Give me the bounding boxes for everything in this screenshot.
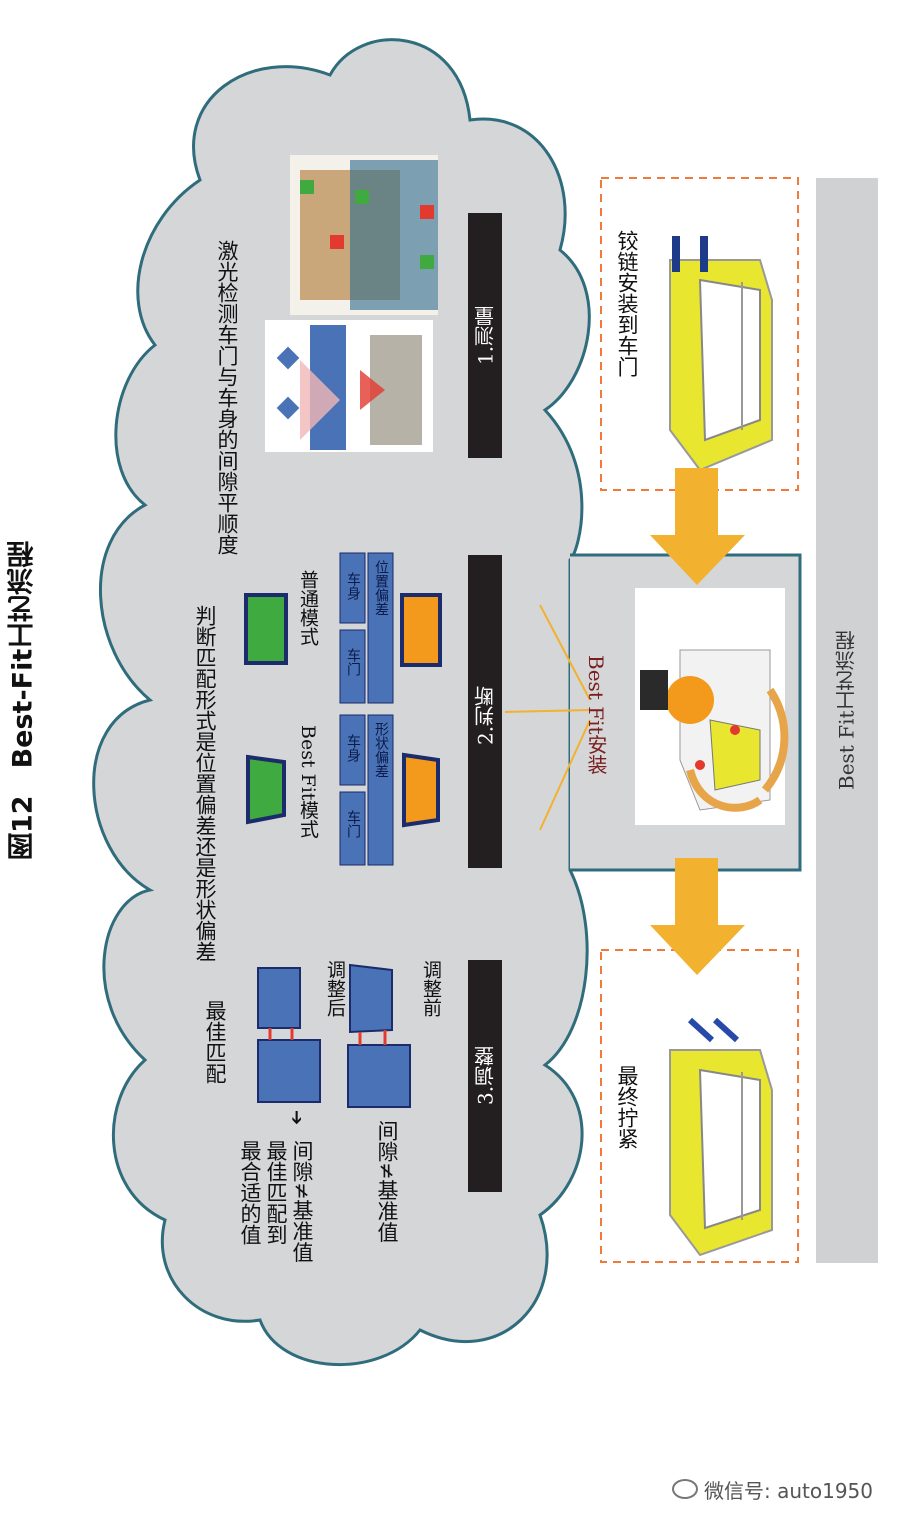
adjust-best-line1: 最佳匹配到 <box>264 1140 288 1245</box>
step-bar-measure <box>468 213 502 458</box>
arrow-down-top <box>650 468 745 585</box>
step-label-measure: 1.测量 <box>473 305 498 365</box>
adjust-gap-note-before: 间隙≠基准值 <box>375 1120 399 1243</box>
measure-image-top <box>290 155 438 315</box>
process-label: Best Fit工艺流程 <box>834 630 859 790</box>
bestfit-deviation-label: 形状偏差 <box>373 722 389 778</box>
step-bar-judge <box>468 555 502 868</box>
hinge-label: 铰链安装到车门 <box>615 230 639 377</box>
step-label-adjust: 3.调整 <box>473 1045 498 1105</box>
process-bar <box>816 178 878 1263</box>
figure-caption: 图12 Best-Fit工艺流程 <box>7 540 39 860</box>
normal-mode-title: 普通模式 <box>297 570 319 646</box>
judge-description: 判断匹配形式是位置偏差还是形状偏差 <box>193 605 217 962</box>
tighten-label: 最终拧紧 <box>615 1065 639 1149</box>
robot-install-image <box>635 588 789 825</box>
bestfit-mode-title: Best Fit模式 <box>297 725 319 839</box>
measure-description: 激光检测车门与车身的间隙平顺度 <box>215 240 239 555</box>
bestfit-body-label: 车身 <box>345 734 361 762</box>
step-label-judge: 2.判断 <box>473 685 498 745</box>
bestfit-mode-graphic <box>246 714 440 866</box>
adjust-arrow-icon: ➔ <box>286 1110 307 1126</box>
door-hinge-illustration <box>669 236 773 472</box>
step-bar-adjust <box>468 960 502 1192</box>
adjust-before-label: 调整前 <box>420 960 442 1017</box>
center-label: Best Fit安装 <box>584 655 608 775</box>
measure-image-bottom <box>265 320 433 452</box>
arrow-down-bottom <box>650 858 745 975</box>
normal-mode-graphic <box>244 552 442 704</box>
normal-door-label: 车门 <box>345 648 361 676</box>
wechat-icon <box>672 1479 698 1499</box>
center-spread-arrows <box>504 604 591 831</box>
adjust-after-label: 调整后 <box>324 960 346 1017</box>
adjust-before-graphic <box>347 963 411 1108</box>
adjust-best-line2: 最合适的值 <box>238 1140 262 1245</box>
watermark-text: 微信号: auto1950 <box>704 1478 874 1503</box>
bestfit-door-label: 车门 <box>345 810 361 838</box>
watermark: 微信号: auto1950 <box>672 1476 874 1503</box>
adjust-best-label: 最佳匹配 <box>203 1000 227 1084</box>
normal-body-label: 车身 <box>345 572 361 600</box>
adjust-gap-note-after: 间隙≠基准值 <box>290 1140 314 1263</box>
door-tighten-illustration <box>669 1017 773 1257</box>
adjust-after-graphic <box>257 967 321 1103</box>
normal-deviation-label: 位置偏差 <box>373 560 389 616</box>
